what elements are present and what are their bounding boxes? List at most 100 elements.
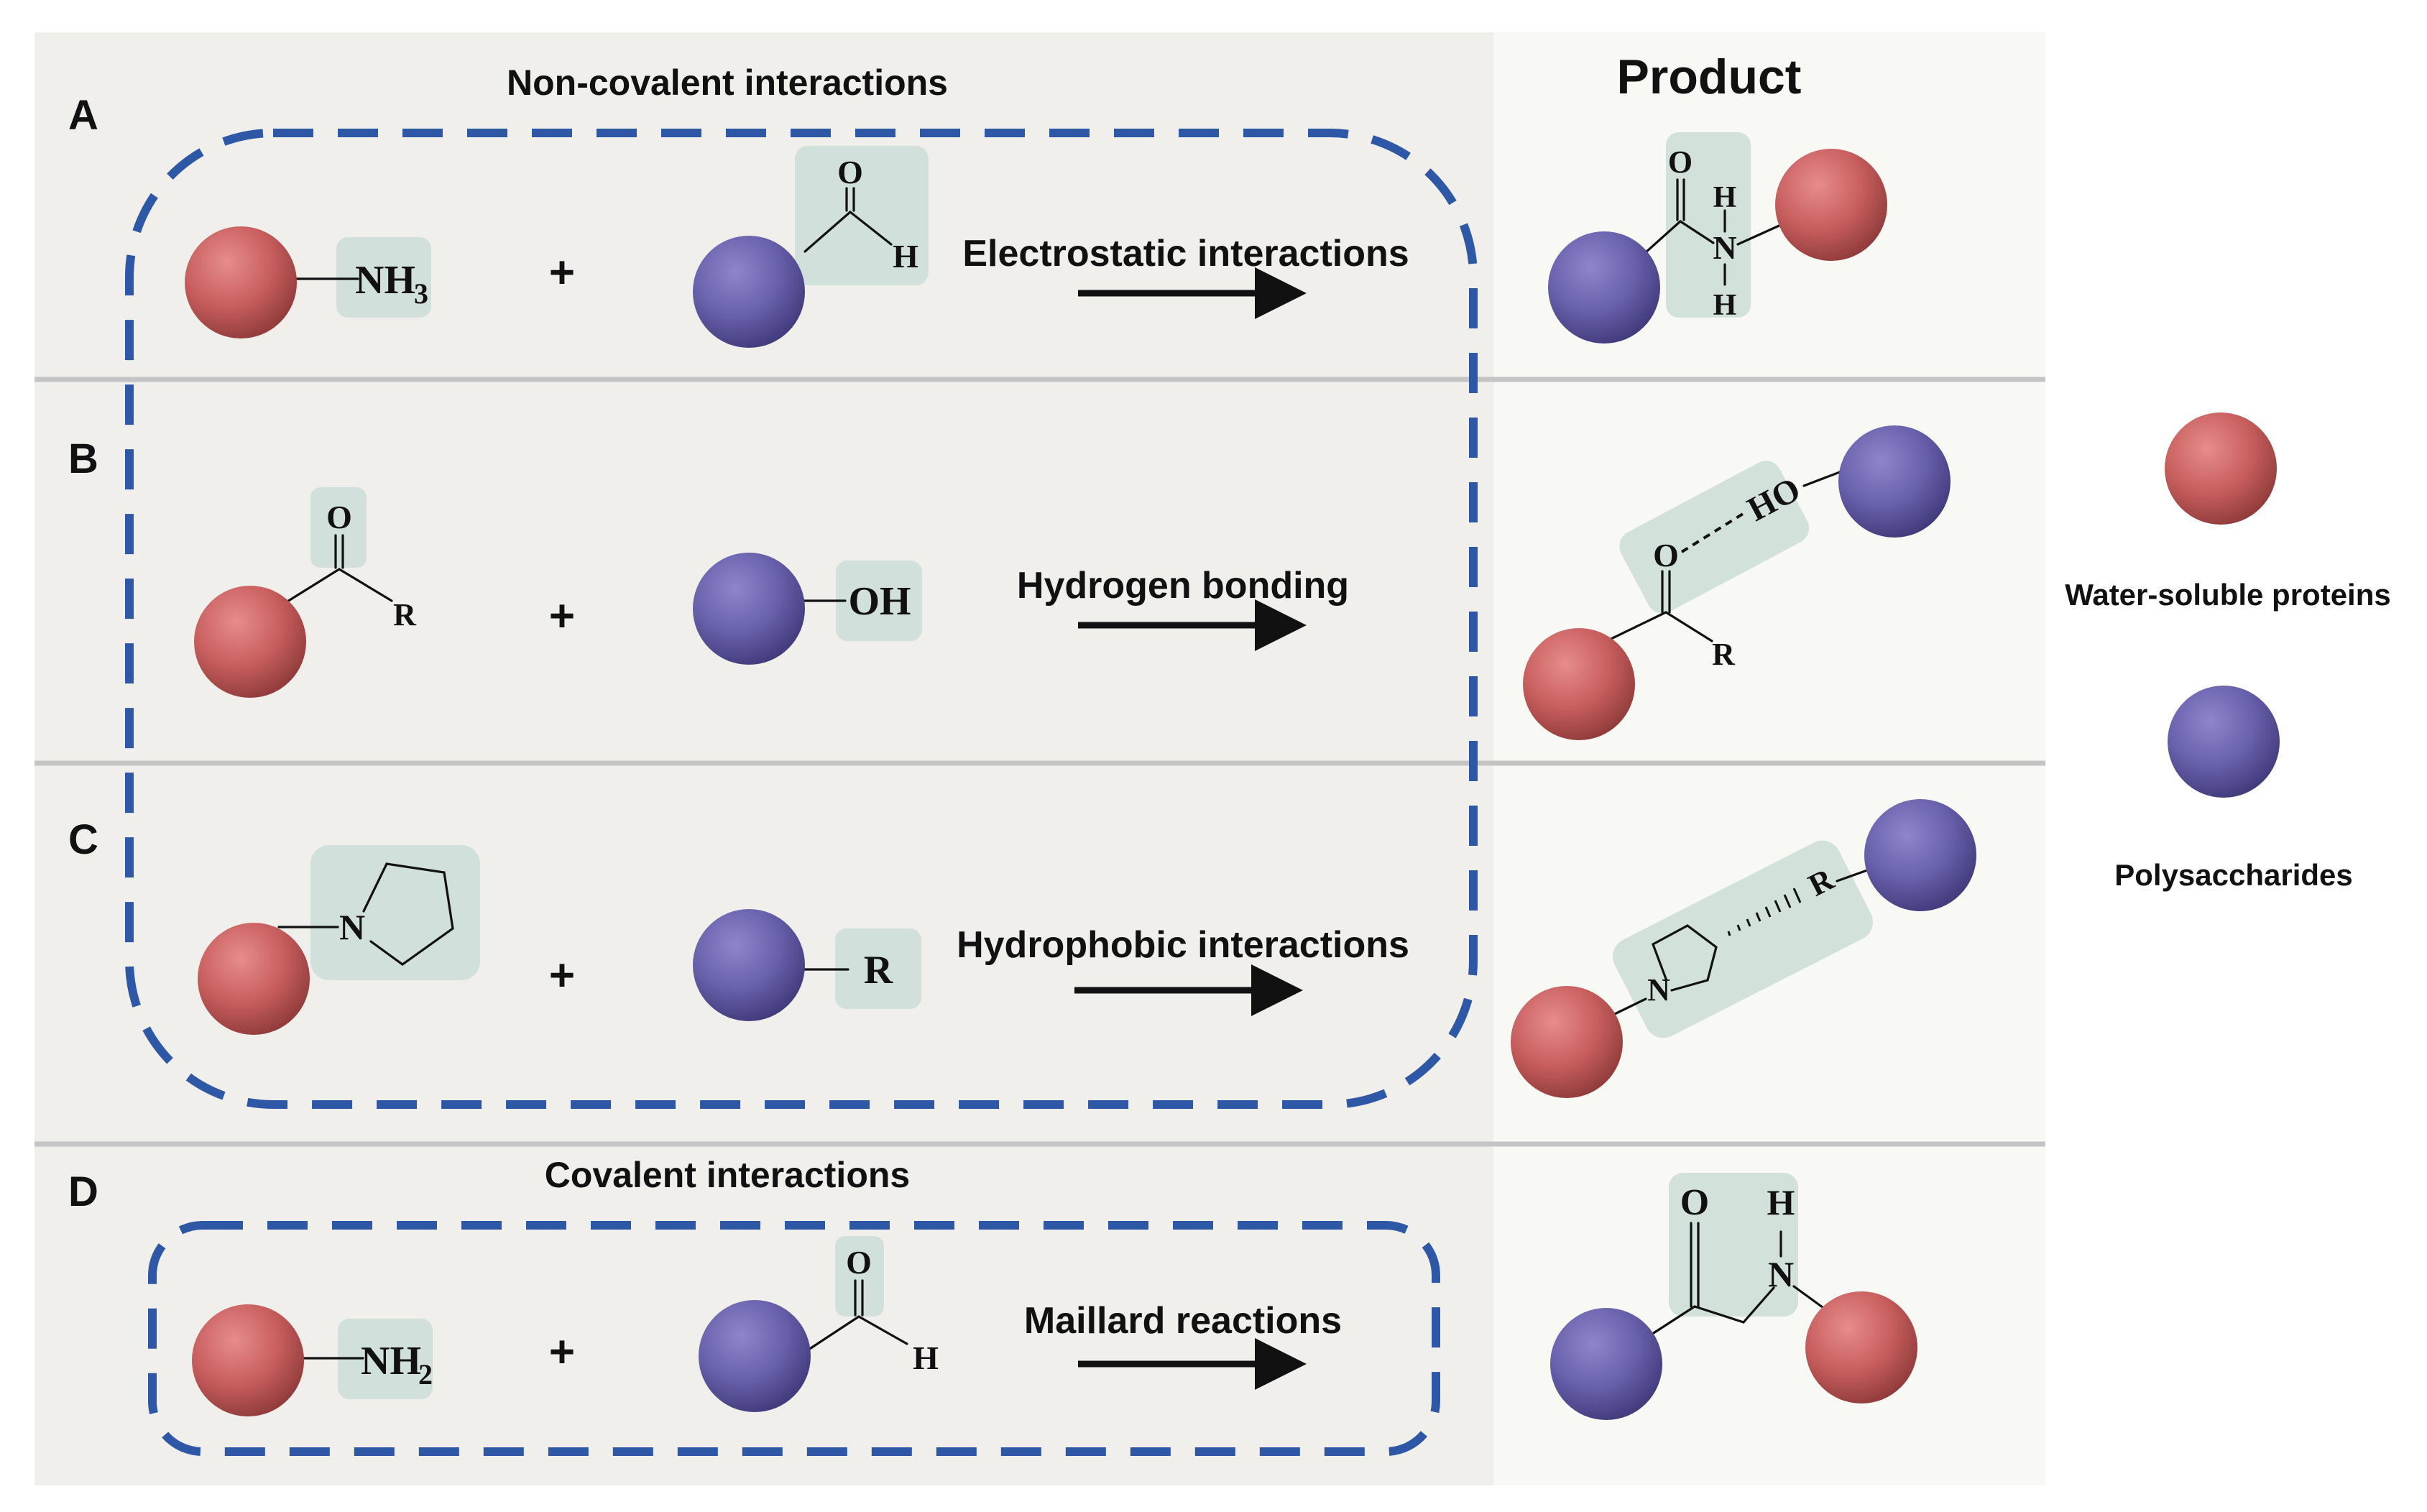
pyrrolidine-ring xyxy=(362,862,454,966)
product-heading: Product xyxy=(1617,50,1802,104)
bond xyxy=(1644,1305,1696,1340)
product-d-maillard: O N H xyxy=(1550,1173,1917,1420)
protein-sphere xyxy=(194,586,306,698)
covalent-dashed-box xyxy=(148,1221,1440,1456)
bond xyxy=(805,1315,860,1352)
reaction-label-hydrophobic: Hydrophobic interactions xyxy=(957,924,1409,966)
polysaccharide-sphere xyxy=(693,236,805,348)
protein-sphere xyxy=(198,923,310,1035)
oxygen-label: O xyxy=(837,154,863,190)
bond xyxy=(857,1315,908,1345)
protein-sphere xyxy=(185,226,297,338)
plus-sign: + xyxy=(549,248,575,298)
r-group-label: R xyxy=(864,948,893,992)
nitrogen-label: N xyxy=(339,907,365,947)
hydrogen-label: H xyxy=(893,238,918,275)
row-c-reactant-protein: N xyxy=(198,845,480,1035)
non-covalent-dashed-box xyxy=(125,129,1478,1109)
polysaccharide-sphere xyxy=(693,909,805,1021)
amine-group-label: NH xyxy=(361,1339,421,1383)
reaction-label-electrostatic: Electrostatic interactions xyxy=(962,233,1409,275)
panel-letter-d: D xyxy=(68,1168,98,1215)
polysaccharide-sphere xyxy=(1838,425,1951,538)
plus-sign: + xyxy=(549,1327,575,1377)
r-group-label: R xyxy=(393,597,417,632)
highlight-box xyxy=(310,487,367,568)
highlight-box xyxy=(336,237,431,318)
legend-polysaccharide-sphere xyxy=(2168,686,2280,798)
hydrogen-label: H xyxy=(1767,1182,1795,1222)
highlight-box xyxy=(795,146,929,285)
bond xyxy=(282,568,341,605)
highlight-box xyxy=(310,845,480,980)
highlight-box xyxy=(835,928,921,1009)
nitrogen-label: N xyxy=(1647,972,1670,1008)
bond xyxy=(1664,611,1713,642)
non-covalent-heading: Non-covalent interactions xyxy=(507,63,948,103)
highlight-box xyxy=(1669,1173,1798,1317)
bond xyxy=(1742,1286,1775,1324)
covalent-heading: Covalent interactions xyxy=(545,1155,910,1195)
legend-polysaccharide-label: Polysaccharides xyxy=(2114,858,2353,892)
row-d-reactant-protein: NH 2 xyxy=(192,1304,433,1416)
oxygen-label: O xyxy=(1668,144,1693,180)
protein-sphere xyxy=(1523,628,1635,740)
highlight-box xyxy=(835,1236,884,1317)
product-a-amide: O N H H xyxy=(1548,132,1887,344)
oxygen-label: O xyxy=(326,499,352,535)
polysaccharide-sphere xyxy=(1864,799,1976,911)
hydrogen-label: H xyxy=(1713,181,1737,214)
panel-letter-a: A xyxy=(68,92,98,139)
row-b-reactant-protein: O R xyxy=(194,487,417,698)
highlight-box xyxy=(1666,132,1751,318)
hydrogen-label: H xyxy=(1713,289,1737,322)
protein-sphere xyxy=(1511,986,1623,1098)
bond xyxy=(1693,1305,1745,1324)
row-c-reactant-polysaccharide: R xyxy=(693,909,921,1021)
panel-letter-c: C xyxy=(68,816,98,863)
amine-group-label: NH xyxy=(355,258,415,303)
polysaccharide-sphere xyxy=(693,553,805,665)
polysaccharide-sphere xyxy=(699,1300,811,1412)
oxygen-label: O xyxy=(1653,537,1679,573)
oxygen-label: O xyxy=(1680,1182,1709,1223)
bond xyxy=(338,568,393,602)
polysaccharide-sphere xyxy=(1548,231,1660,344)
polysaccharide-sphere xyxy=(1550,1308,1662,1420)
bond xyxy=(849,211,893,246)
bond xyxy=(1679,220,1715,244)
pyrrolidine-ring xyxy=(1652,924,1718,992)
reaction-label-maillard: Maillard reactions xyxy=(1024,1300,1342,1342)
product-b-hydrogen-bond: O R HO xyxy=(1523,425,1951,740)
row-a-reactant-polysaccharide: O H xyxy=(693,146,929,348)
highlight-box xyxy=(836,561,922,641)
row-b-reactant-polysaccharide: OH xyxy=(693,553,922,665)
highlight-box xyxy=(338,1319,433,1399)
row-a-reactant-protein: NH 3 xyxy=(185,226,431,338)
nitrogen-label: N xyxy=(1713,229,1736,266)
plus-sign: + xyxy=(549,591,575,641)
bond xyxy=(803,211,852,253)
plus-sign: + xyxy=(549,951,575,1000)
legend: Water-soluble proteins Polysaccharides xyxy=(2065,412,2391,892)
protein-sphere xyxy=(192,1304,304,1416)
reaction-label-hydrogen-bonding: Hydrogen bonding xyxy=(1017,565,1349,607)
bond xyxy=(1792,1285,1827,1311)
hashed-wedge-bond xyxy=(1727,888,1802,936)
legend-protein-sphere xyxy=(2165,412,2277,525)
product-c-hydrophobic: N R xyxy=(1511,799,1976,1098)
hydroxyl-label: OH xyxy=(848,579,911,624)
r-group-label: R xyxy=(1712,637,1736,672)
bond xyxy=(1736,223,1784,246)
protein-sphere xyxy=(1775,149,1887,261)
subscript-label: 3 xyxy=(414,277,428,310)
legend-protein-label: Water-soluble proteins xyxy=(2065,578,2391,612)
panel-letter-b: B xyxy=(68,435,98,482)
oxygen-label: O xyxy=(846,1244,872,1281)
highlight-box xyxy=(1619,461,1810,614)
subscript-label: 2 xyxy=(418,1358,433,1391)
hydrogen-label: H xyxy=(913,1340,939,1376)
nitrogen-label: N xyxy=(1768,1254,1794,1294)
protein-sphere xyxy=(1805,1291,1917,1403)
